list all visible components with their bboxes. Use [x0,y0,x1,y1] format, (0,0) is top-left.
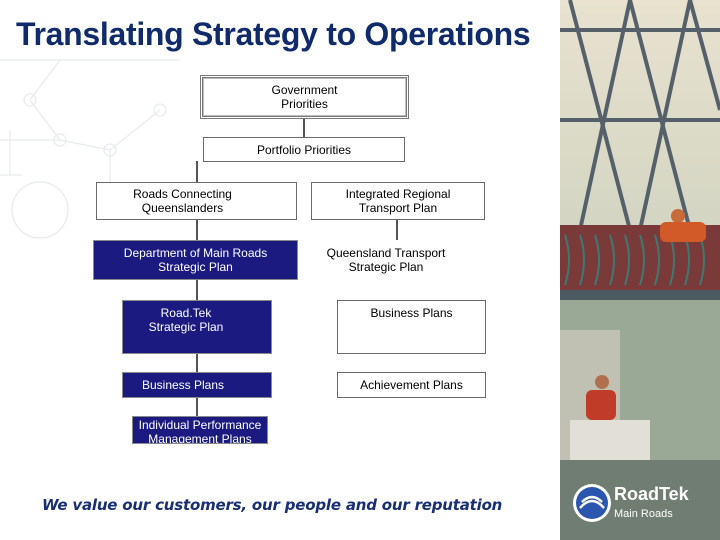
tagline: We value our customers, our people and o… [42,496,503,514]
connector-integrated-qt [396,219,398,241]
business-plans-left-box: Business Plans [122,372,272,398]
achievement-plans-label: Achievement Plans [360,378,463,392]
bridge-photo [560,0,720,540]
roadtek-strategic-plan-box: Road.Tek Strategic Plan [122,300,272,354]
roads-connecting-label: Roads Connecting Queenslanders [133,187,232,215]
roadtek-logo [573,484,611,522]
connector-roads-dmr [196,219,198,241]
connector-portfolio-roads [196,161,198,183]
logo-subtitle: Main Roads [614,508,673,520]
integrated-regional-box: Integrated Regional Transport Plan [311,182,485,220]
connector-roadtek-business [196,353,198,373]
government-priorities-label: Government Priorities [271,83,338,111]
qld-transport-box: Queensland Transport Strategic Plan [311,240,485,280]
business-plans-right-label: Business Plans [370,306,453,320]
page-title: Translating Strategy to Operations [16,16,531,52]
individual-performance-box: Individual Performance Management Plans [132,416,268,444]
roadtek-strategic-plan-label: Road.Tek Strategic Plan [148,306,224,334]
qld-transport-label: Queensland Transport Strategic Plan [326,246,446,274]
business-plans-right-box: Business Plans [337,300,486,354]
portfolio-priorities-box: Portfolio Priorities [203,137,405,162]
individual-performance-label: Individual Performance Management Plans [138,418,262,444]
logo-name: RoadTek [614,484,689,504]
connector-gov-portfolio [303,118,305,138]
connector-business-individual [196,397,198,417]
dmr-strategic-plan-label: Department of Main Roads Strategic Plan [123,246,268,274]
achievement-plans-box: Achievement Plans [337,372,486,398]
business-plans-left-label: Business Plans [141,378,225,392]
portfolio-priorities-label: Portfolio Priorities [256,143,352,157]
dmr-strategic-plan-box: Department of Main Roads Strategic Plan [93,240,298,280]
roads-connecting-box: Roads Connecting Queenslanders [96,182,297,220]
connector-dmr-roadtek [196,279,198,301]
integrated-regional-label: Integrated Regional Transport Plan [345,187,451,215]
government-priorities-box: Government Priorities [200,75,409,119]
